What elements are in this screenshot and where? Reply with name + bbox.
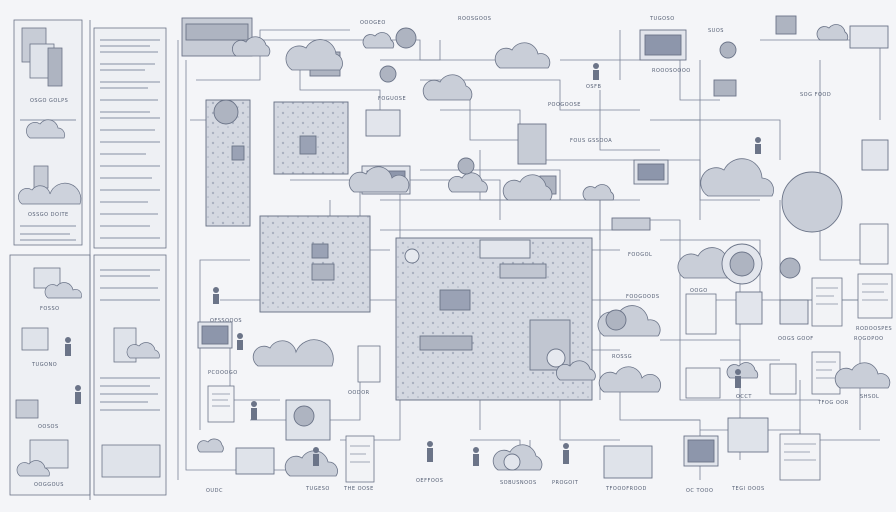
label-3: FOSSO — [40, 306, 60, 312]
label-38: OODOR — [348, 390, 370, 396]
left-text-lines — [20, 39, 160, 411]
label-14: OC TOOO — [686, 488, 714, 494]
label-37: OUDC — [206, 488, 223, 494]
label-18: ROGOPOO — [854, 336, 884, 342]
label-11: SOBUSNOOS — [500, 480, 537, 486]
label-16: OOGS GOOF — [778, 336, 814, 342]
label-28: ROOSGOOS — [458, 16, 492, 22]
label-25: RODOOSPES — [856, 326, 893, 332]
label-6: OOGGOUS — [34, 482, 64, 488]
monitors — [197, 15, 889, 479]
label-12: PROGOIT — [552, 480, 579, 486]
left-devices — [15, 27, 161, 478]
label-24: SOG FOOD — [800, 92, 832, 98]
label-5: OOSOS — [38, 424, 59, 430]
label-36: TUGESO — [306, 486, 330, 492]
left-document-column — [9, 19, 167, 500]
secondary-boards — [181, 17, 371, 313]
label-31: FOOGOODS — [626, 294, 660, 300]
label-21: FOUS GSSOOA — [570, 138, 613, 144]
label-4: TUGONO — [32, 362, 58, 368]
gears — [213, 27, 843, 471]
document-lines — [212, 283, 888, 463]
label-32: ROSSG — [612, 354, 633, 360]
label-26: TUGOSO — [650, 16, 675, 22]
label-13: TFOOOFROOD — [606, 486, 647, 492]
label-30: POOGOOSE — [548, 102, 581, 108]
people — [65, 63, 761, 466]
label-10: OEFFOOS — [416, 478, 444, 484]
label-8: PCOOOGO — [208, 370, 238, 376]
label-35: SHSOL — [860, 394, 880, 400]
clouds — [197, 24, 891, 477]
documents — [207, 223, 893, 483]
label-17: OOGO — [690, 288, 708, 294]
label-33: OCCT — [736, 394, 752, 400]
left-clouds — [16, 119, 160, 477]
label-34: TFOG OOR — [818, 400, 849, 406]
label-19: SUOS — [708, 28, 724, 34]
label-23: FOOGOL — [628, 252, 653, 258]
label-1: OSGO GOLPS — [30, 98, 69, 104]
label-2: OSSGO DOITE — [28, 212, 69, 218]
label-27: OOOGEO — [360, 20, 386, 26]
label-7: OFSSOOOS — [210, 318, 243, 324]
label-20: OSFB — [586, 84, 602, 90]
label-15: TEGI OOOS — [732, 486, 765, 492]
label-22: ROOOSOOOO — [652, 68, 691, 74]
label-29: FOGUOSE — [378, 96, 407, 102]
label-9: THE OOSE — [344, 486, 374, 492]
